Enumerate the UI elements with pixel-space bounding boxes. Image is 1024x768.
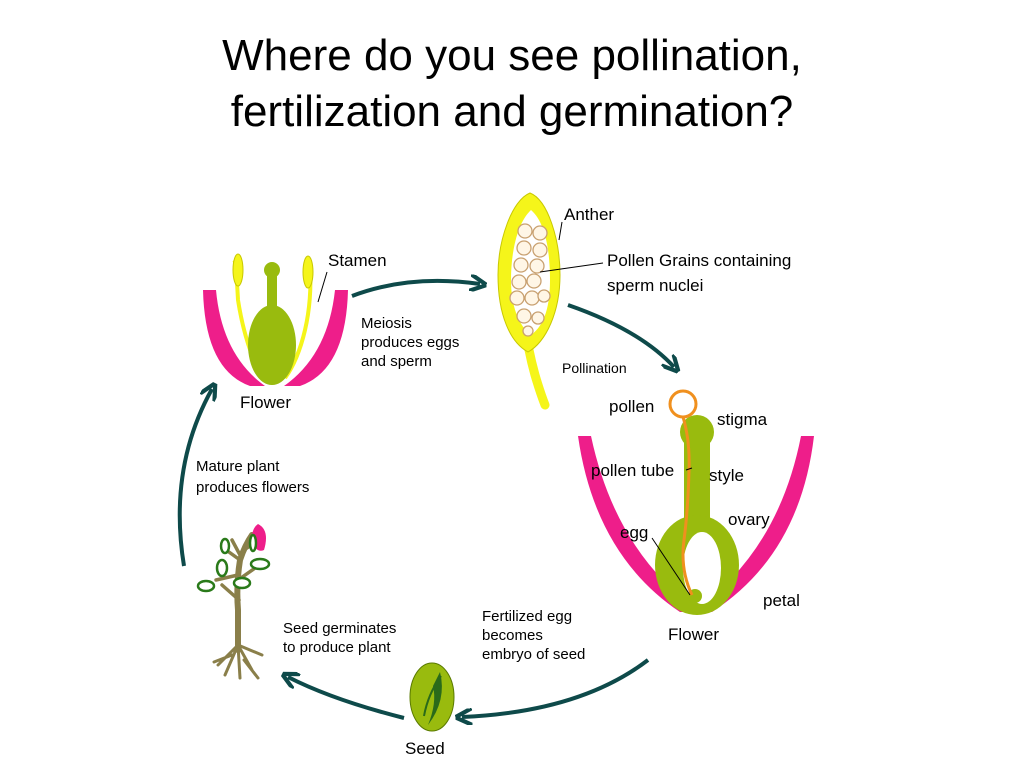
flower-bottom-petal-right	[692, 436, 814, 612]
flower-top-ovary	[248, 305, 296, 385]
label-anther: Anther	[564, 205, 614, 224]
flower-top-petal-right	[284, 290, 348, 386]
flower-bottom-illustration	[578, 389, 814, 615]
plant-bud-leaf	[248, 533, 258, 553]
arrow-anther-to-flower	[567, 303, 674, 367]
flower-top-petal-left	[203, 290, 265, 386]
flower-top-illustration	[203, 253, 348, 386]
flower-bottom-petal-left	[578, 436, 700, 612]
anther-illustration	[497, 192, 604, 410]
label-germinates-1: Seed germinates	[283, 620, 396, 637]
label-egg: egg	[620, 523, 648, 542]
pollen-tube-pointer	[685, 467, 693, 471]
label-fertilized-3: embryo of seed	[482, 646, 585, 663]
plant-roots	[212, 643, 264, 680]
title-line-1: Where do you see pollination,	[222, 31, 802, 80]
label-fertilized-1: Fertilized egg	[482, 608, 572, 625]
title-line-2: fertilization and germination?	[230, 87, 794, 136]
flower-top-stigma	[264, 262, 280, 278]
label-flower-bottom: Flower	[668, 625, 719, 644]
seed-embryo	[428, 672, 442, 725]
label-seed: Seed	[405, 739, 445, 758]
label-ovary: ovary	[728, 510, 770, 529]
label-pollen: pollen	[609, 397, 654, 416]
cycle-arrows	[177, 281, 674, 720]
flower-top-anther-right	[302, 255, 314, 289]
flower-top-style	[267, 276, 277, 316]
stamen-pointer	[317, 271, 328, 303]
label-pollen-grains-2: sperm nuclei	[607, 276, 703, 295]
label-pollen-tube: pollen tube	[591, 461, 674, 480]
label-flower-top: Flower	[240, 393, 291, 412]
arrow-plant-to-flower	[177, 389, 212, 567]
label-fertilized-2: becomes	[482, 627, 543, 644]
pollen-grain-on-stigma	[668, 389, 698, 419]
label-meiosis-1: Meiosis	[361, 315, 412, 332]
anther-pointer	[558, 221, 563, 241]
label-germinates-2: to produce plant	[283, 639, 391, 656]
plant-illustration	[196, 524, 271, 680]
seed-embryo-inner	[423, 675, 442, 717]
label-meiosis-2: produces eggs	[361, 334, 459, 351]
plant-branches	[214, 538, 260, 602]
arrow-flower-to-seed	[462, 658, 650, 717]
pollen-tube-line	[681, 416, 694, 596]
seed-illustration	[409, 662, 455, 732]
label-style: style	[709, 466, 744, 485]
label-stamen: Stamen	[328, 251, 387, 270]
label-stigma: stigma	[717, 410, 768, 429]
label-petal: petal	[763, 591, 800, 610]
diagram-labels: Stamen Flower Meiosis produces eggs and …	[196, 205, 800, 758]
arrow-flower-to-anther	[351, 281, 480, 298]
label-pollen-grains-1: Pollen Grains containing	[607, 251, 791, 270]
slide-title: Where do you see pollination, fertilizat…	[0, 28, 1024, 140]
pollen-grains-pointer	[539, 262, 604, 273]
arrow-seed-to-plant	[288, 677, 405, 720]
seed-coat	[409, 662, 455, 732]
label-pollination: Pollination	[562, 360, 627, 376]
label-meiosis-3: and sperm	[361, 353, 432, 370]
ovule	[683, 532, 721, 604]
flower-top-anther-left	[232, 253, 244, 287]
label-mature-2: produces flowers	[196, 479, 309, 496]
pollen-grains	[509, 223, 551, 337]
plant-leaves	[196, 537, 271, 593]
label-mature-1: Mature plant	[196, 458, 280, 475]
egg-pointer	[651, 537, 691, 596]
